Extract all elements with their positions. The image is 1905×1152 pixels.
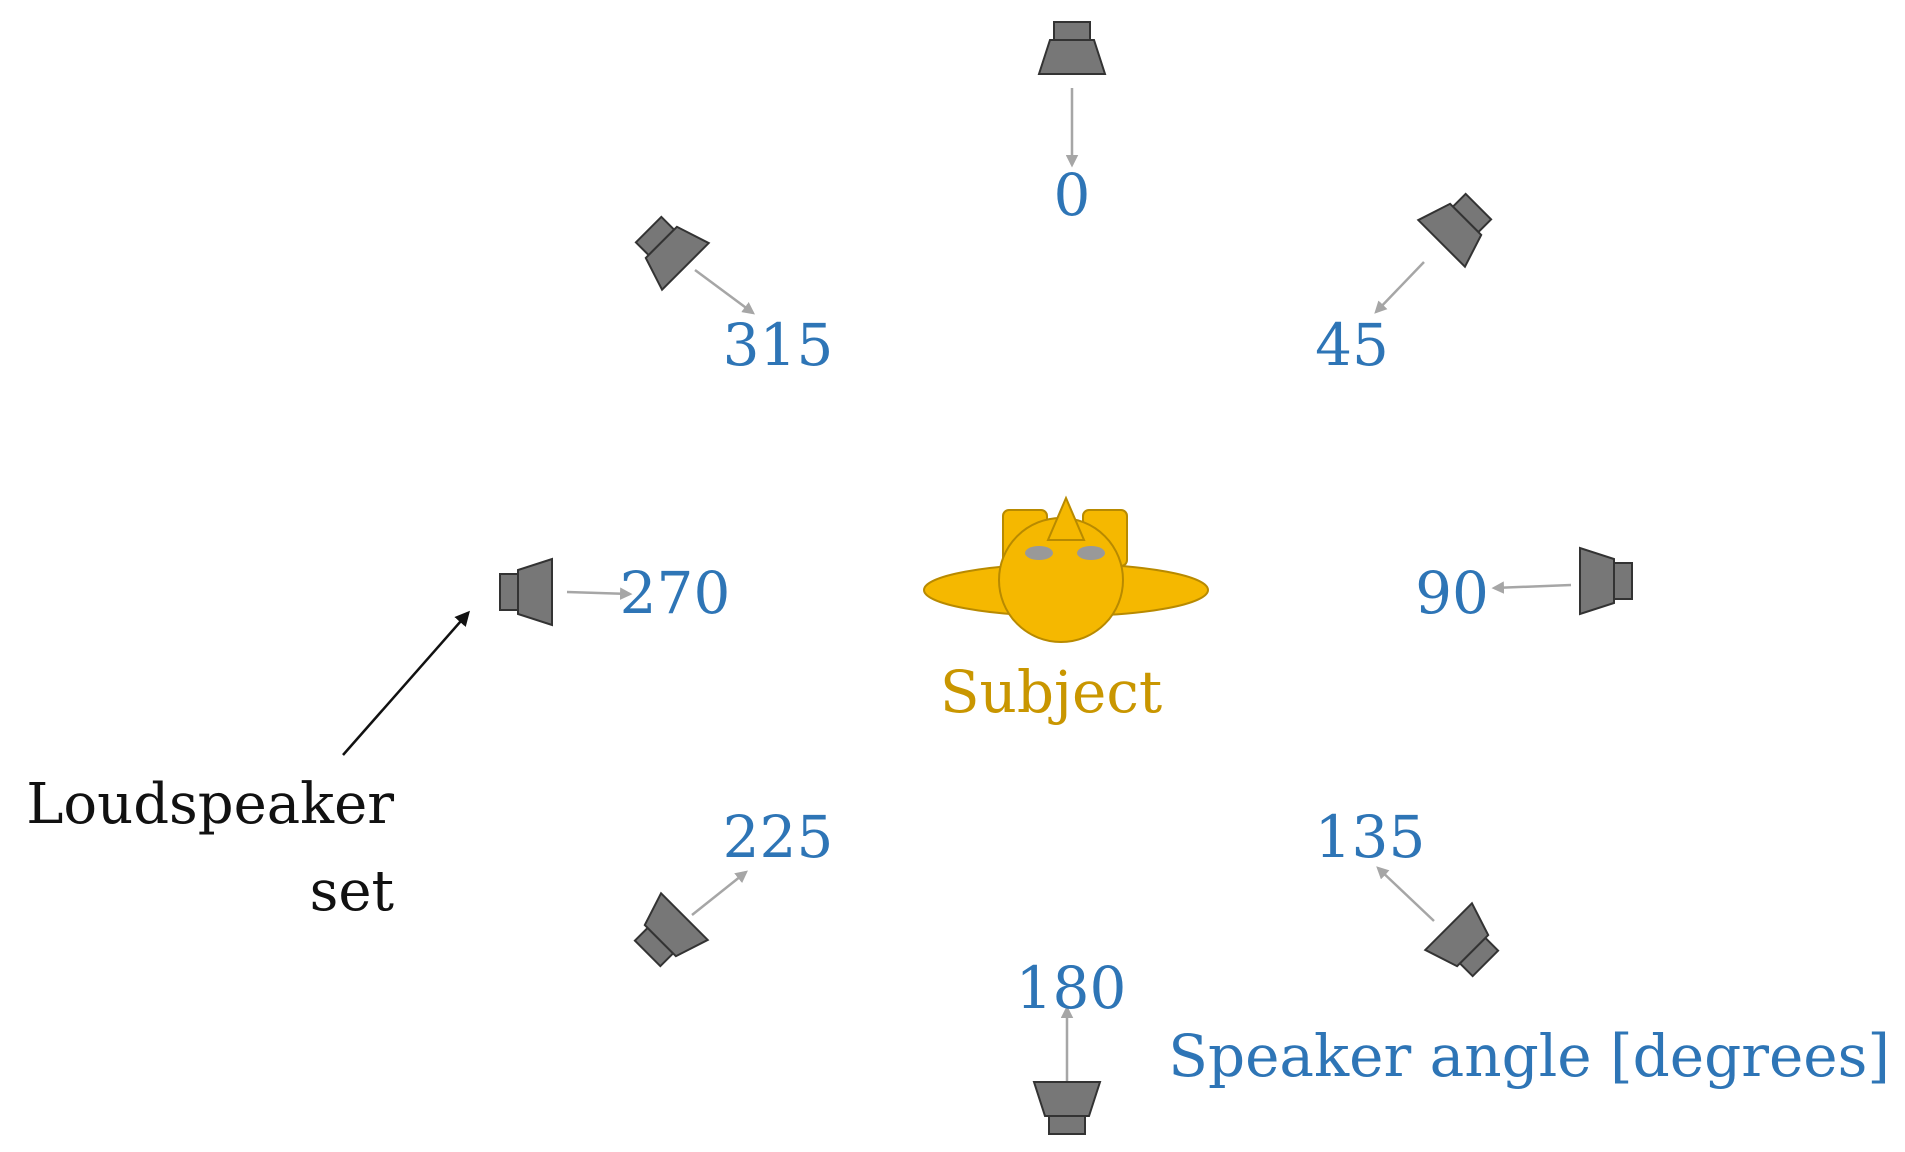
speaker-direction-arrow [1374, 261, 1425, 314]
loudspeaker-box [1613, 562, 1633, 600]
speaker-angle-caption: Speaker angle [degrees] [1168, 1022, 1890, 1090]
loudspeaker-cone [1416, 202, 1483, 269]
loudspeaker-cone [1037, 39, 1107, 75]
loudspeaker-cone [517, 557, 553, 627]
speaker-angle-label: 270 [620, 559, 731, 627]
speaker-angle-label: 45 [1315, 311, 1389, 379]
loudspeaker-box [1048, 1115, 1086, 1135]
loudspeaker-cone [1032, 1081, 1102, 1117]
speaker-direction-arrow [691, 870, 748, 916]
loudspeaker-box [1053, 21, 1091, 41]
callout-label-line1: Loudspeaker [26, 772, 394, 837]
speaker-angle-label: 135 [1315, 803, 1426, 871]
loudspeaker-icon [1032, 1081, 1102, 1135]
speaker-angle-label: 0 [1054, 161, 1091, 229]
speaker-angle-label: 315 [723, 311, 834, 379]
loudspeaker-icon [1579, 546, 1633, 616]
speaker-direction-arrow [1376, 866, 1435, 922]
loudspeaker-icon [499, 557, 553, 627]
loudspeaker-icon [633, 891, 710, 968]
loudspeaker-icon [1037, 21, 1107, 75]
loudspeaker-cone [1579, 546, 1615, 616]
loudspeaker-cone [1423, 901, 1490, 968]
callout-pointer-arrow [342, 610, 470, 756]
loudspeaker-icon [1416, 192, 1493, 269]
subject-label: Subject [940, 658, 1162, 726]
subject-head-icon [923, 495, 1209, 643]
speaker-angle-label: 225 [723, 803, 834, 871]
loudspeaker-box [499, 573, 519, 611]
callout-label-line2: set [310, 859, 395, 924]
speaker-angle-label: 180 [1016, 954, 1127, 1022]
speaker-direction-arrow [694, 268, 756, 315]
loudspeaker-icon [1423, 901, 1500, 978]
loudspeaker-icon [634, 215, 711, 292]
speaker-direction-arrow [566, 587, 633, 600]
speaker-angle-label: 90 [1415, 559, 1489, 627]
speaker-direction-arrow [1491, 581, 1572, 594]
loudspeaker-cone [644, 225, 711, 292]
speakers-layer: 0 45 90 135 180 225 270 315 [499, 21, 1633, 1135]
loudspeaker-cone [643, 891, 710, 958]
